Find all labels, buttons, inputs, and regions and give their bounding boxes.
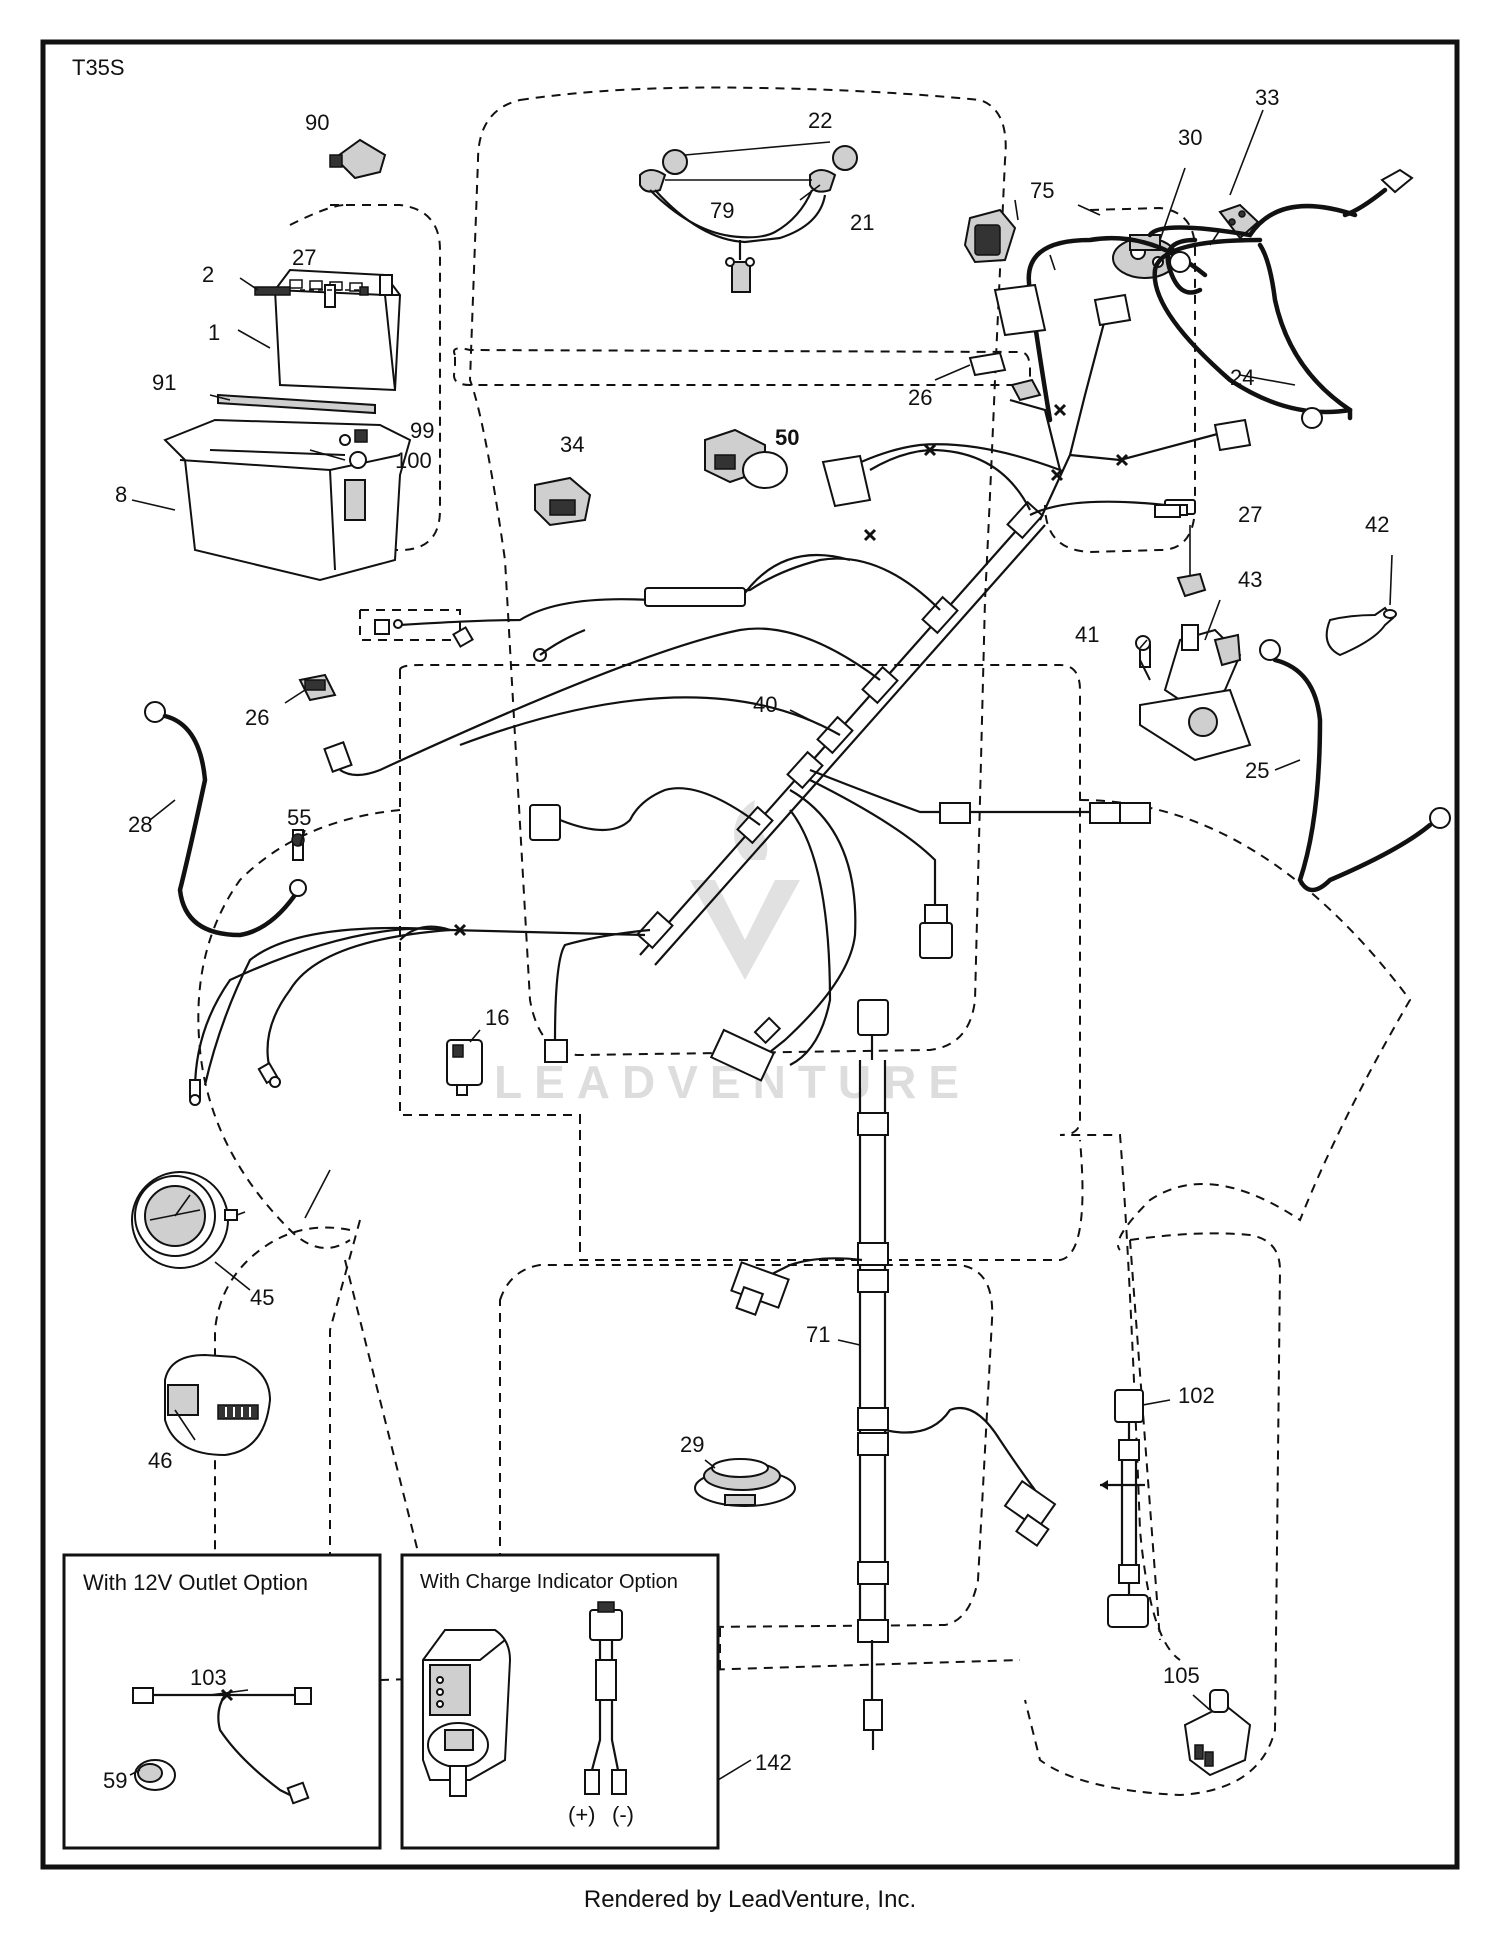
diagram-frame xyxy=(40,39,1460,1870)
label-142: 142 xyxy=(755,1750,792,1775)
part-42 xyxy=(1325,606,1397,657)
part-90 xyxy=(329,138,387,180)
label-1: 1 xyxy=(208,320,220,345)
label-21: 21 xyxy=(850,210,874,235)
label-42: 42 xyxy=(1365,512,1389,537)
label-102: 102 xyxy=(1178,1383,1215,1408)
part-25 xyxy=(1259,639,1451,893)
label-22: 22 xyxy=(808,108,832,133)
label-26-left: 26 xyxy=(245,705,269,730)
label-59: 59 xyxy=(103,1768,127,1793)
part-headlights xyxy=(639,141,858,293)
label-75: 75 xyxy=(1030,178,1054,203)
label-40: 40 xyxy=(753,692,777,717)
label-30: 30 xyxy=(1178,125,1202,150)
part-45 xyxy=(131,1171,246,1269)
label-34: 34 xyxy=(560,432,584,457)
diagram-code: T35S xyxy=(72,55,125,80)
label-50: 50 xyxy=(775,425,799,450)
label-29: 29 xyxy=(680,1432,704,1457)
part-34 xyxy=(534,476,592,527)
part-solenoid xyxy=(1135,572,1252,762)
callout-leaders xyxy=(131,109,1393,1781)
label-27-battery: 27 xyxy=(292,245,316,270)
label-43: 43 xyxy=(1238,567,1262,592)
inset-12v-title: With 12V Outlet Option xyxy=(83,1570,308,1595)
part-75 xyxy=(963,208,1017,264)
part-91 xyxy=(217,393,376,415)
label-26-top: 26 xyxy=(908,385,932,410)
inset-charge-plus: (+) xyxy=(568,1802,596,1827)
label-90: 90 xyxy=(305,110,329,135)
inset-charge-minus: (-) xyxy=(612,1802,634,1827)
label-100: 100 xyxy=(395,448,432,473)
part-29 xyxy=(694,1458,796,1507)
label-8: 8 xyxy=(115,482,127,507)
part-plates xyxy=(821,283,1252,518)
footer-credit: Rendered by LeadVenture, Inc. xyxy=(583,1886,917,1913)
label-45: 45 xyxy=(250,1285,274,1310)
tractor-outline xyxy=(197,86,1412,1797)
label-55: 55 xyxy=(287,805,311,830)
label-103: 103 xyxy=(190,1665,227,1690)
rear-harness xyxy=(730,999,1057,1750)
part-8 xyxy=(163,418,412,582)
label-16: 16 xyxy=(485,1005,509,1030)
part-28 xyxy=(144,701,307,938)
label-71: 71 xyxy=(806,1322,830,1347)
label-41: 41 xyxy=(1075,622,1099,647)
label-79: 79 xyxy=(710,198,734,223)
label-25: 25 xyxy=(1245,758,1269,783)
part-26 xyxy=(298,673,337,702)
label-91: 91 xyxy=(152,370,176,395)
part-102 xyxy=(1100,1389,1149,1628)
part-105 xyxy=(1183,1689,1252,1777)
label-99: 99 xyxy=(410,418,434,443)
label-2: 2 xyxy=(202,262,214,287)
label-46: 46 xyxy=(148,1448,172,1473)
part-16 xyxy=(446,1039,483,1096)
part-50 xyxy=(704,428,788,489)
label-27-solenoid: 27 xyxy=(1238,502,1262,527)
callout-labels: T35S 90 22 79 21 75 30 33 2 27 1 91 99 1… xyxy=(72,55,1389,1793)
inset-charge-title: With Charge Indicator Option xyxy=(420,1571,678,1593)
part-battery xyxy=(254,268,402,392)
part-46 xyxy=(164,1353,272,1457)
main-harness xyxy=(189,299,1226,1106)
label-24: 24 xyxy=(1230,365,1254,390)
inset-charge-indicator: With Charge Indicator Option (+) (-) xyxy=(400,1553,720,1850)
inset-12v-outlet: With 12V Outlet Option xyxy=(62,1553,382,1850)
label-33: 33 xyxy=(1255,85,1279,110)
label-28: 28 xyxy=(128,812,152,837)
label-105: 105 xyxy=(1163,1663,1200,1688)
